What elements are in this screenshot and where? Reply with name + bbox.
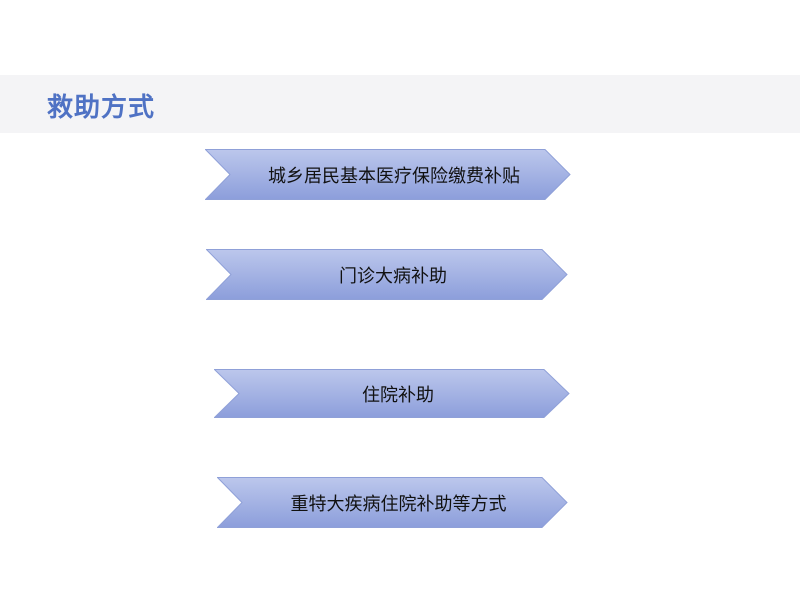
- chevron-item-1: 城乡居民基本医疗保险缴费补贴: [205, 149, 571, 200]
- slide-title: 救助方式: [47, 93, 156, 123]
- chevron-shape: [205, 149, 571, 200]
- chevron-shape: [206, 249, 568, 300]
- chevron-item-2: 门诊大病补助: [206, 249, 568, 300]
- chevron-item-4: 重特大疾病住院补助等方式: [217, 477, 568, 528]
- chevron-shape: [217, 477, 568, 528]
- chevron-label: 住院补助: [362, 384, 434, 406]
- chevron-shape: [214, 369, 570, 418]
- chevron-label: 城乡居民基本医疗保险缴费补贴: [268, 165, 520, 187]
- title-band: [0, 75, 800, 133]
- chevron-label: 重特大疾病住院补助等方式: [290, 493, 507, 515]
- chevron-item-3: 住院补助: [214, 369, 570, 418]
- chevron-label: 门诊大病补助: [339, 265, 447, 287]
